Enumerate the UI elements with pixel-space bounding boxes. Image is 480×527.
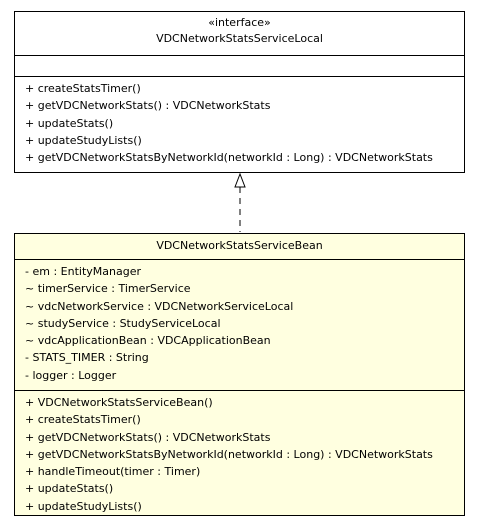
bean-attribute: ~ timerService : TimerService bbox=[25, 282, 191, 296]
hollow-triangle-arrowhead bbox=[234, 172, 246, 188]
bean-attribute: - STATS_TIMER : String bbox=[25, 351, 149, 365]
bean-class-box[interactable]: VDCNetworkStatsServiceBean - em : Entity… bbox=[14, 233, 465, 516]
bean-operation: + VDCNetworkStatsServiceBean() bbox=[25, 396, 213, 409]
bean-operations-section: + VDCNetworkStatsServiceBean() + createS… bbox=[15, 391, 464, 515]
interface-operation: + getVDCNetworkStatsByNetworkId(networkI… bbox=[25, 151, 433, 165]
interface-operation: + updateStudyLists() bbox=[25, 133, 142, 147]
bean-operation: + getVDCNetworkStatsByNetworkId(networkI… bbox=[25, 447, 433, 461]
bean-operation: + createStatsTimer() bbox=[25, 413, 141, 427]
interface-operation: + getVDCNetworkStats() : VDCNetworkStats bbox=[25, 99, 271, 113]
bean-operation: + updateStats() bbox=[25, 482, 114, 496]
interface-class-box[interactable]: «interface» VDCNetworkStatsServiceLocal … bbox=[14, 11, 465, 173]
interface-attributes-section bbox=[15, 56, 464, 77]
interface-operation: + updateStats() bbox=[25, 116, 114, 130]
bean-operation: + handleTimeout(timer : Timer) bbox=[25, 465, 201, 479]
interface-stereotype: «interface» bbox=[208, 16, 271, 29]
interface-operations-section: + createStatsTimer() + getVDCNetworkStat… bbox=[15, 77, 464, 166]
bean-attribute: ~ vdcApplicationBean : VDCApplicationBea… bbox=[25, 334, 271, 348]
interface-operation: + createStatsTimer() bbox=[25, 82, 141, 95]
bean-operation: + getVDCNetworkStats() : VDCNetworkStats bbox=[25, 430, 271, 444]
interface-class-header: «interface» VDCNetworkStatsServiceLocal bbox=[15, 12, 464, 56]
bean-attribute: ~ studyService : StudyServiceLocal bbox=[25, 316, 221, 330]
bean-class-header: VDCNetworkStatsServiceBean bbox=[15, 234, 464, 260]
bean-class-name: VDCNetworkStatsServiceBean bbox=[156, 239, 323, 252]
bean-attribute: ~ vdcNetworkService : VDCNetworkServiceL… bbox=[25, 299, 294, 313]
bean-attributes-section: - em : EntityManager ~ timerService : Ti… bbox=[15, 260, 464, 391]
interface-class-name: VDCNetworkStatsServiceLocal bbox=[156, 32, 323, 45]
bean-operation: + updateStudyLists() bbox=[25, 499, 142, 513]
bean-attribute: - em : EntityManager bbox=[25, 265, 141, 278]
bean-attribute: - logger : Logger bbox=[25, 368, 117, 382]
